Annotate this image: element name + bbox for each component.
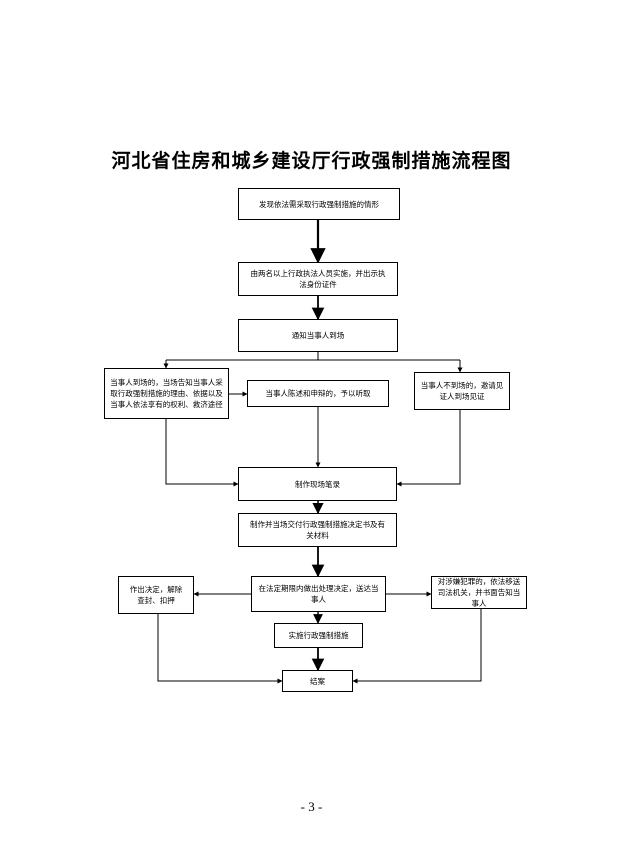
step-implement: 实施行政强制措施 bbox=[274, 623, 363, 648]
step-two-officers: 由两名以上行政执法人员实施，并出示执法身份证件 bbox=[238, 262, 398, 296]
line-absent-to-record bbox=[396, 410, 461, 487]
line-release-to-end bbox=[157, 614, 283, 684]
step-present: 当事人到场的，当场告知当事人采取行政强制措施的理由、依据以及当事人依法享有的权利… bbox=[104, 368, 229, 419]
flowchart-title: 河北省住房和城乡建设厅行政强制措施流程图 bbox=[111, 150, 512, 172]
step-legal-period: 在法定期限内做出处理决定，送达当事人 bbox=[251, 576, 386, 612]
step-end: 结案 bbox=[282, 670, 353, 692]
step-absent: 当事人不到场的，邀请见证人到场见证 bbox=[414, 372, 510, 410]
page-number: - 3 - bbox=[300, 799, 323, 814]
line-crime-to-end bbox=[352, 609, 482, 684]
step-crime-transfer: 对涉嫌犯罪的，依法移送司法机关，并书面告知当事人 bbox=[431, 576, 527, 609]
step-release: 作出决定，解除查封、扣押 bbox=[118, 576, 194, 614]
step-record: 制作现场笔录 bbox=[238, 467, 397, 501]
line-present-to-record bbox=[165, 419, 239, 487]
step-statement: 当事人陈述和申辩的，予以听取 bbox=[247, 380, 389, 407]
step-discover: 发现依法需采取行政强制措施的情形 bbox=[238, 188, 400, 220]
step-notify: 通知当事人到场 bbox=[238, 319, 398, 352]
step-decision-document: 制作并当场交付行政强制措施决定书及有关材料 bbox=[238, 513, 397, 547]
